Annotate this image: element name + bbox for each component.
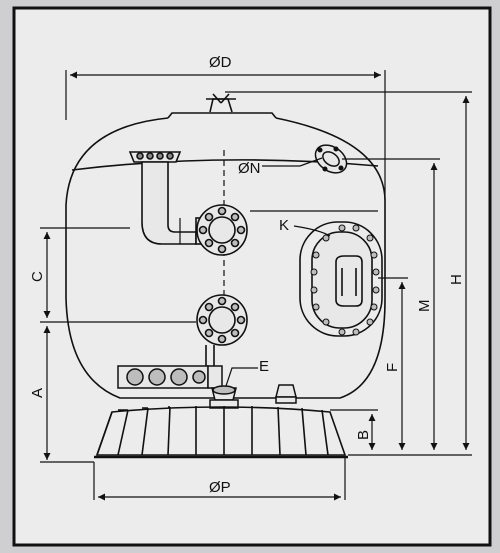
- label-od: ØD: [209, 54, 232, 71]
- leg-stand: [94, 406, 348, 459]
- manhole-cover: [299, 221, 383, 337]
- drain-valve: [209, 385, 239, 409]
- label-c: C: [29, 271, 46, 282]
- lower-flange: [196, 294, 248, 370]
- dimension-lines: [40, 70, 472, 501]
- upper-flange: [195, 204, 248, 256]
- top-cap: [167, 112, 277, 119]
- laterals-manifold: [117, 365, 223, 389]
- small-drain-plug: [275, 384, 297, 404]
- leader-e: [225, 367, 258, 387]
- label-op: ØP: [209, 479, 231, 496]
- leader-k: [293, 225, 331, 237]
- label-on: ØN: [238, 160, 261, 177]
- label-k: K: [279, 217, 289, 234]
- label-e: E: [259, 358, 269, 375]
- label-b: B: [355, 430, 372, 440]
- leader-on: [262, 157, 323, 167]
- sight-glass-flange: [314, 144, 348, 174]
- label-f: F: [384, 363, 401, 372]
- label-a: A: [29, 388, 46, 398]
- drawing-frame: [12, 6, 492, 547]
- label-m: M: [416, 300, 433, 313]
- label-h: H: [448, 274, 465, 285]
- inlet-pipe: [128, 151, 197, 245]
- top-valve-knob: [212, 93, 230, 104]
